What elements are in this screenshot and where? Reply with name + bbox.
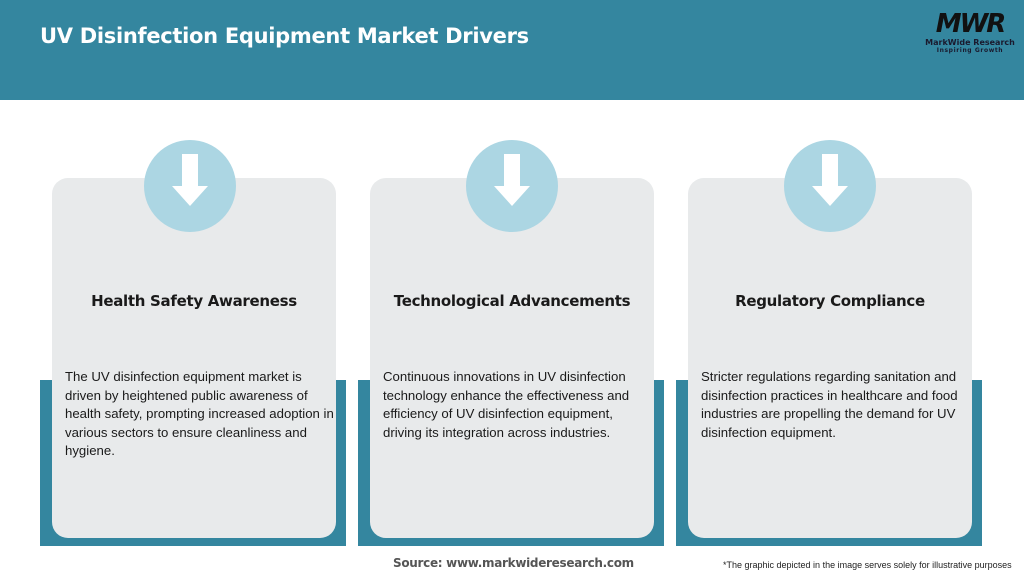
card-description: Continuous innovations in UV disinfectio… — [383, 369, 630, 440]
driver-card-health-safety: Health Safety Awareness The UV disinfect… — [40, 140, 346, 550]
card-title: Health Safety Awareness — [91, 292, 297, 310]
source-credit: Source: www.markwideresearch.com — [393, 556, 634, 570]
card-title: Regulatory Compliance — [735, 292, 925, 310]
arrow-down-icon — [784, 140, 876, 232]
logo-name: MarkWide Research — [925, 38, 1015, 47]
driver-card-regulatory-compliance: Regulatory Compliance Stricter regulatio… — [676, 140, 982, 550]
arrow-down-icon — [144, 140, 236, 232]
page-title: UV Disinfection Equipment Market Drivers — [40, 24, 529, 48]
card-body: Regulatory Compliance Stricter regulatio… — [688, 178, 972, 538]
logo-mark: MWR — [935, 9, 1007, 39]
card-description: The UV disinfection equipment market is … — [65, 369, 334, 458]
card-body: Technological Advancements Continuous in… — [370, 178, 654, 538]
card-description: Stricter regulations regarding sanitatio… — [701, 369, 958, 440]
header-banner: UV Disinfection Equipment Market Drivers… — [0, 0, 1024, 100]
driver-card-technological-advancements: Technological Advancements Continuous in… — [358, 140, 664, 550]
card-title: Technological Advancements — [393, 292, 631, 310]
arrow-down-icon — [466, 140, 558, 232]
card-body: Health Safety Awareness The UV disinfect… — [52, 178, 336, 538]
logo-tagline: Inspiring Growth — [936, 47, 1004, 54]
disclaimer-note: *The graphic depicted in the image serve… — [723, 560, 1012, 570]
brand-logo: MWR MarkWide Research Inspiring Growth — [920, 10, 1020, 55]
